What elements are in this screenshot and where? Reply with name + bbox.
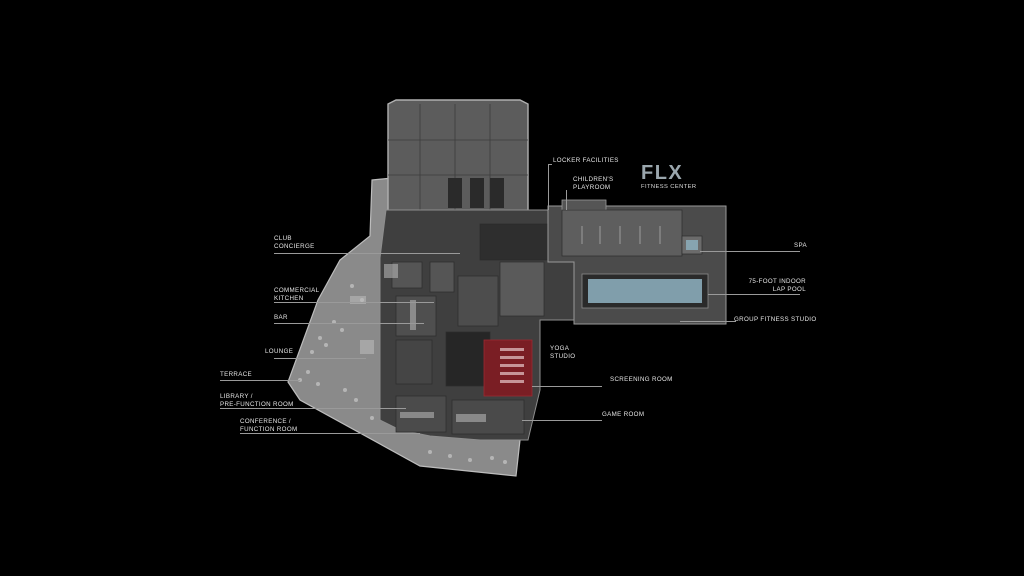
label-commercial-kitchen: COMMERCIAL KITCHEN [274, 287, 320, 302]
leader-line-group-fitness [680, 321, 736, 322]
flx-logo: FLX FITNESS CENTER [641, 163, 697, 190]
label-lap-pool: 75-FOOT INDOOR LAP POOL [748, 278, 806, 293]
label-lounge: LOUNGE [265, 348, 294, 355]
leader-line-bar [274, 323, 424, 324]
label-yoga-studio: YOGA STUDIO [550, 345, 576, 360]
leader-line-terrace [220, 380, 300, 381]
label-game-room: GAME ROOM [602, 411, 645, 418]
label-terrace: TERRACE [220, 371, 253, 378]
leader-line-playroom-v [566, 190, 567, 210]
leader-line-pool [708, 294, 800, 295]
leader-line-lounge [274, 358, 366, 359]
leader-line-locker [548, 164, 552, 165]
label-childrens-playroom: CHILDREN'S PLAYROOM [573, 176, 614, 191]
label-conference: CONFERENCE / FUNCTION ROOM [240, 418, 298, 433]
label-library: LIBRARY / PRE-FUNCTION ROOM [220, 393, 294, 408]
leader-line-conference [240, 433, 420, 434]
leader-line-kitchen [274, 302, 434, 303]
leader-line-screening [532, 386, 602, 387]
label-screening-room: SCREENING ROOM [610, 376, 673, 383]
leader-line-concierge [274, 253, 460, 254]
label-bar: BAR [274, 314, 288, 321]
flx-brand: FLX [641, 162, 684, 184]
leader-line-spa [700, 251, 800, 252]
leader-line-locker-v [548, 164, 549, 210]
label-group-fitness: GROUP FITNESS STUDIO [734, 316, 817, 323]
leader-line-library [220, 408, 406, 409]
leader-line-game-room [522, 420, 602, 421]
label-locker-facilities: LOCKER FACILITIES [553, 157, 619, 164]
label-club-concierge: CLUB CONCIERGE [274, 235, 315, 250]
label-spa: SPA [794, 242, 807, 249]
flx-subtitle: FITNESS CENTER [641, 184, 697, 190]
